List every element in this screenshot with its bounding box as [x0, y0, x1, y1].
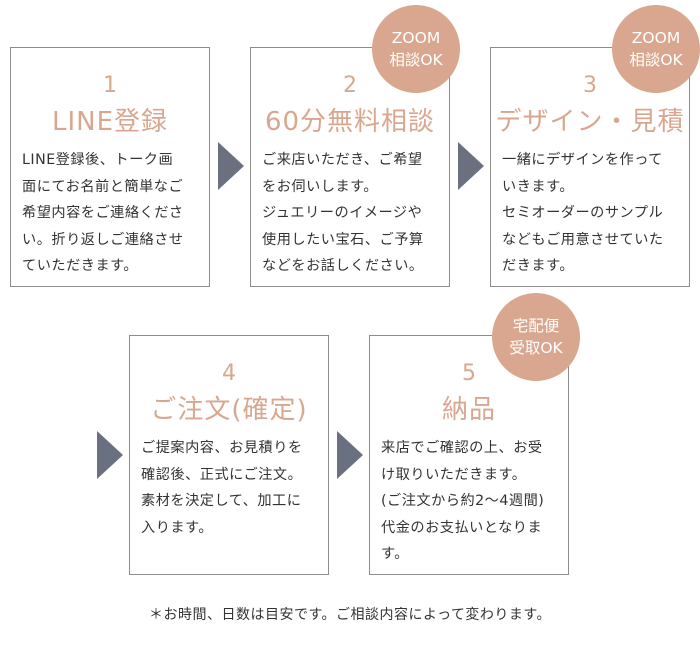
step-number: 2: [343, 73, 357, 98]
description-line: 面にてお名前と簡単なご: [22, 178, 184, 195]
badge-line: 相談OK: [389, 51, 443, 69]
step-card-1: 1 LINE登録 LINE登録後、トーク画 面にてお名前と簡単なご 希望内容をご…: [10, 47, 210, 287]
step-card-3: 3 デザイン・見積 一緒にデザインを作って いきます。 セミオーダーのサンプル …: [490, 47, 690, 287]
description-line: などをお話しください。: [262, 258, 424, 274]
description-line: 希望内容をご連絡くださ: [22, 205, 184, 221]
step-title: ご注文(確定): [150, 395, 308, 425]
arrow-right-icon: [97, 431, 123, 479]
step-number: 3: [583, 73, 597, 98]
step-description: ご来店いただき、ご希望 をお伺いします。 ジュエリーのイメージや 使用したい宝石…: [262, 147, 443, 280]
step-title: 60分無料相談: [264, 107, 436, 137]
footnote: ＊お時間、日数は目安です。ご相談内容によって変わります。: [148, 607, 552, 623]
description-line: いきます。: [502, 178, 575, 195]
step-description: 来店でご確認の上、お受 け取りいただきます。 (ご注文から約2〜4週間) 代金の…: [381, 435, 562, 568]
step-title: LINE登録: [51, 107, 169, 137]
step-number: 4: [222, 361, 236, 386]
description-line: 代金のお支払いとなりま: [381, 519, 543, 536]
badge-line: 相談OK: [629, 51, 683, 69]
description-line: 来店でご確認の上、お受: [381, 440, 543, 456]
description-line: ジュエリーのイメージや: [262, 205, 423, 221]
description-line: などもご用意させていた: [502, 231, 664, 248]
description-line: 一緒にデザインを作って: [502, 152, 663, 168]
description-line: をお伺いします。: [262, 178, 379, 195]
description-line: セミオーダーのサンプル: [502, 205, 664, 221]
description-line: 確認後、正式にご注文。: [141, 466, 303, 483]
delivery-badge: 宅配便 受取OK: [492, 293, 580, 381]
step-title: 納品: [441, 395, 496, 425]
step-title: デザイン・見積: [495, 107, 685, 137]
badge-line: ZOOM: [631, 29, 681, 47]
arrow-right-icon: [337, 431, 363, 479]
description-line: ご提案内容、お見積りを: [141, 440, 303, 456]
step-card-4: 4 ご注文(確定) ご提案内容、お見積りを 確認後、正式にご注文。 素材を決定し…: [129, 335, 329, 575]
step-description: 一緒にデザインを作って いきます。 セミオーダーのサンプル などもご用意させてい…: [502, 147, 683, 280]
description-line: 入ります。: [141, 519, 214, 536]
zoom-consult-badge: ZOOM 相談OK: [612, 5, 700, 93]
description-line: い。折り返しご連絡させ: [22, 231, 184, 248]
step-description: ご提案内容、お見積りを 確認後、正式にご注文。 素材を決定して、加工に 入ります…: [141, 435, 322, 541]
description-line: (ご注文から約2〜4週間): [381, 493, 545, 509]
badge-line: 受取OK: [509, 339, 563, 357]
description-line: LINE登録後、トーク画: [22, 152, 174, 168]
step-number: 1: [103, 73, 117, 98]
zoom-consult-badge: ZOOM 相談OK: [372, 5, 460, 93]
description-line: す。: [381, 546, 409, 562]
arrow-right-icon: [458, 142, 484, 190]
description-line: け取りいただきます。: [381, 466, 527, 483]
badge-line: 宅配便: [512, 317, 560, 335]
description-line: ご来店いただき、ご希望: [262, 152, 423, 168]
step-description: LINE登録後、トーク画 面にてお名前と簡単なご 希望内容をご連絡くださ い。折…: [22, 147, 203, 280]
description-line: 素材を決定して、加工に: [141, 493, 302, 509]
badge-line: ZOOM: [391, 29, 441, 47]
description-line: ていただきます。: [22, 258, 139, 274]
description-line: だきます。: [502, 258, 575, 274]
arrow-right-icon: [218, 142, 244, 190]
description-line: 使用したい宝石、ご予算: [262, 231, 424, 248]
step-number: 5: [462, 361, 476, 386]
